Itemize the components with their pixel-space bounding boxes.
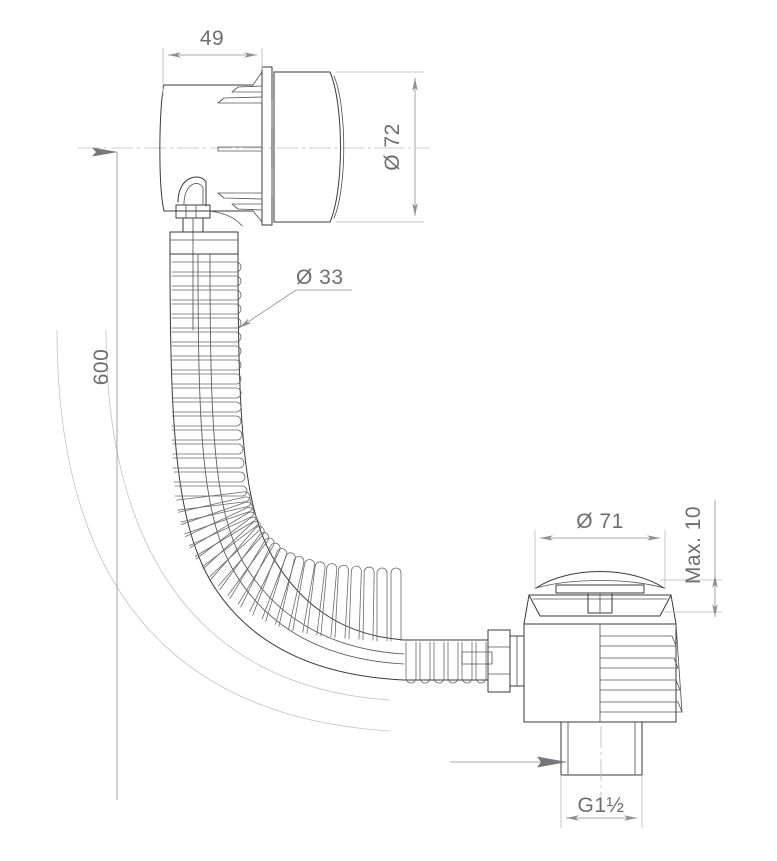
overflow-cover-cap [273,71,345,223]
dimension-label-plug-diameter: Ø 71 [576,510,624,533]
dimension-outlet-thread: G1½ [450,756,643,828]
overflow-head-assembly [159,66,345,331]
hose-ribs-curve [176,491,402,642]
dimension-label-overflow-diameter: Ø 72 [381,123,404,171]
dimension-hose-diameter: Ø 33 [238,266,352,329]
overflow-plunger [175,176,243,227]
pop-up-plug-cap [535,571,665,614]
hose-sweep-envelope [56,329,391,732]
overflow-grille-ribs [217,85,263,211]
dimension-label-hose-length: 600 [90,349,113,386]
dimension-plug-lift: Max. 10 [660,500,722,617]
dimension-overflow-diameter: Ø 72 [336,71,424,223]
dimension-label-outlet-thread: G1½ [577,794,624,817]
overflow-neck [182,217,204,331]
corrugated-flexible-hose [169,231,489,684]
pop-up-waste-body [461,571,683,812]
dimension-label-overflow-depth: 49 [200,27,224,50]
waste-body-ribs [599,623,683,723]
hose-ribs-horizontal [403,639,489,684]
dimension-label-hose-diameter: Ø 33 [296,266,344,289]
dimension-overflow-depth: 49 [162,27,263,96]
dimension-hose-length: 600 [90,147,118,800]
dimension-label-plug-lift: Max. 10 [682,506,705,584]
